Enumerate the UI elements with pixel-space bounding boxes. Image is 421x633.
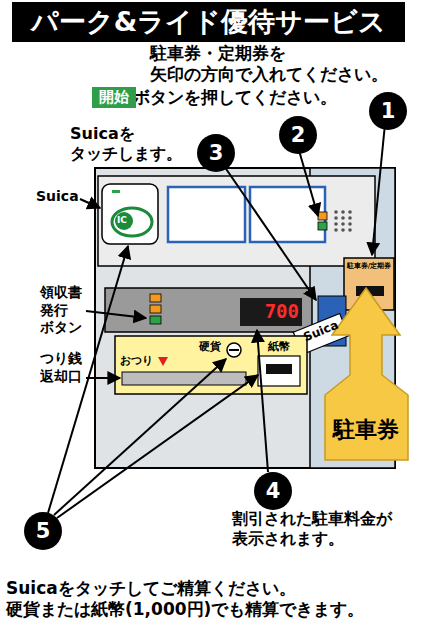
- payment-panel: [115, 336, 307, 394]
- insert-arrow: [325, 288, 408, 460]
- key: [348, 228, 352, 232]
- part-label: 領収書 発行 ボタン: [40, 284, 86, 337]
- key: [334, 216, 338, 220]
- callout-circle: [279, 116, 317, 154]
- callout-number: 3: [197, 134, 235, 172]
- button-name: 開始: [92, 87, 136, 108]
- key: [341, 228, 345, 232]
- note: Suicaをタッチしてご精算ください。 硬貨または紙幣(1,000円)でも精算で…: [6, 578, 418, 621]
- key: [334, 222, 338, 226]
- ic-mark: [115, 212, 133, 230]
- leader-line: [298, 147, 318, 216]
- part-label: つり銭 返却口: [40, 350, 86, 385]
- bill-slot: [258, 356, 300, 386]
- callout-number: 1: [369, 92, 407, 130]
- change-return: [122, 372, 246, 385]
- start-button: [318, 222, 327, 230]
- key: [348, 216, 352, 220]
- instruction: 駐車券・定期券を 矢印の方向で入れてください。: [150, 43, 402, 86]
- badge-box: [92, 87, 136, 108]
- leader-line: [57, 375, 258, 518]
- key: [334, 210, 338, 214]
- ic-text: IC: [117, 215, 127, 226]
- callout-circle: [254, 472, 292, 510]
- leader-line: [257, 330, 268, 472]
- fare-value: 700: [243, 300, 299, 324]
- callout-number: 4: [254, 472, 292, 510]
- display-panel: [105, 288, 312, 332]
- button: [150, 294, 161, 302]
- reader-lamp: [112, 190, 120, 193]
- change-mark: [158, 357, 168, 366]
- pointer: [86, 311, 146, 318]
- instruction: Suicaを タッチします。: [70, 124, 200, 164]
- screen: [168, 187, 245, 242]
- callout-number: 2: [279, 116, 317, 154]
- callout-number: 4: [254, 472, 292, 510]
- callout-number: 3: [197, 134, 235, 172]
- callout-circle: [197, 134, 235, 172]
- slot-label: おつり: [120, 354, 153, 368]
- screen: [250, 187, 325, 242]
- coin-slot: [227, 343, 241, 357]
- key: [341, 222, 345, 226]
- button: [318, 212, 327, 220]
- keypad: [334, 210, 352, 232]
- title: パーク&ライド優待サービス: [12, 2, 405, 42]
- arrow-label: 駐車券: [333, 416, 399, 444]
- callout-circle: [369, 92, 407, 130]
- note: 割引された駐車料金が 表示されます。: [232, 509, 414, 549]
- key: [341, 216, 345, 220]
- key: [341, 210, 345, 214]
- start-badge: 開始: [92, 87, 136, 108]
- pointer: [80, 199, 100, 208]
- callout-number: 5: [24, 512, 62, 550]
- ic-logo: [112, 208, 152, 236]
- fare-display: [240, 298, 302, 326]
- callout-circle: [24, 512, 62, 550]
- key: [348, 222, 352, 226]
- button: [150, 305, 161, 313]
- key: [348, 210, 352, 214]
- top-panel: [98, 176, 375, 266]
- slot-label: 紙幣: [268, 340, 290, 354]
- slot-label: 硬貨: [199, 340, 221, 354]
- illustration-part: [229, 349, 239, 351]
- title-band: [12, 2, 405, 42]
- instruction: ボタンを押してください。: [133, 87, 337, 108]
- slot-label: 駐車券/定期券: [345, 262, 393, 271]
- key: [334, 228, 338, 232]
- callout-number: 2: [279, 116, 317, 154]
- pointer: [86, 377, 120, 379]
- leader-line: [372, 124, 385, 255]
- leader-line: [222, 163, 316, 300]
- receipt-button: [150, 316, 161, 324]
- callout-number: 5: [24, 512, 62, 550]
- suica-reader: [102, 184, 158, 244]
- part-label: Suica: [36, 188, 79, 206]
- callout-number: 1: [369, 92, 407, 130]
- bill-slot-hole: [266, 364, 292, 374]
